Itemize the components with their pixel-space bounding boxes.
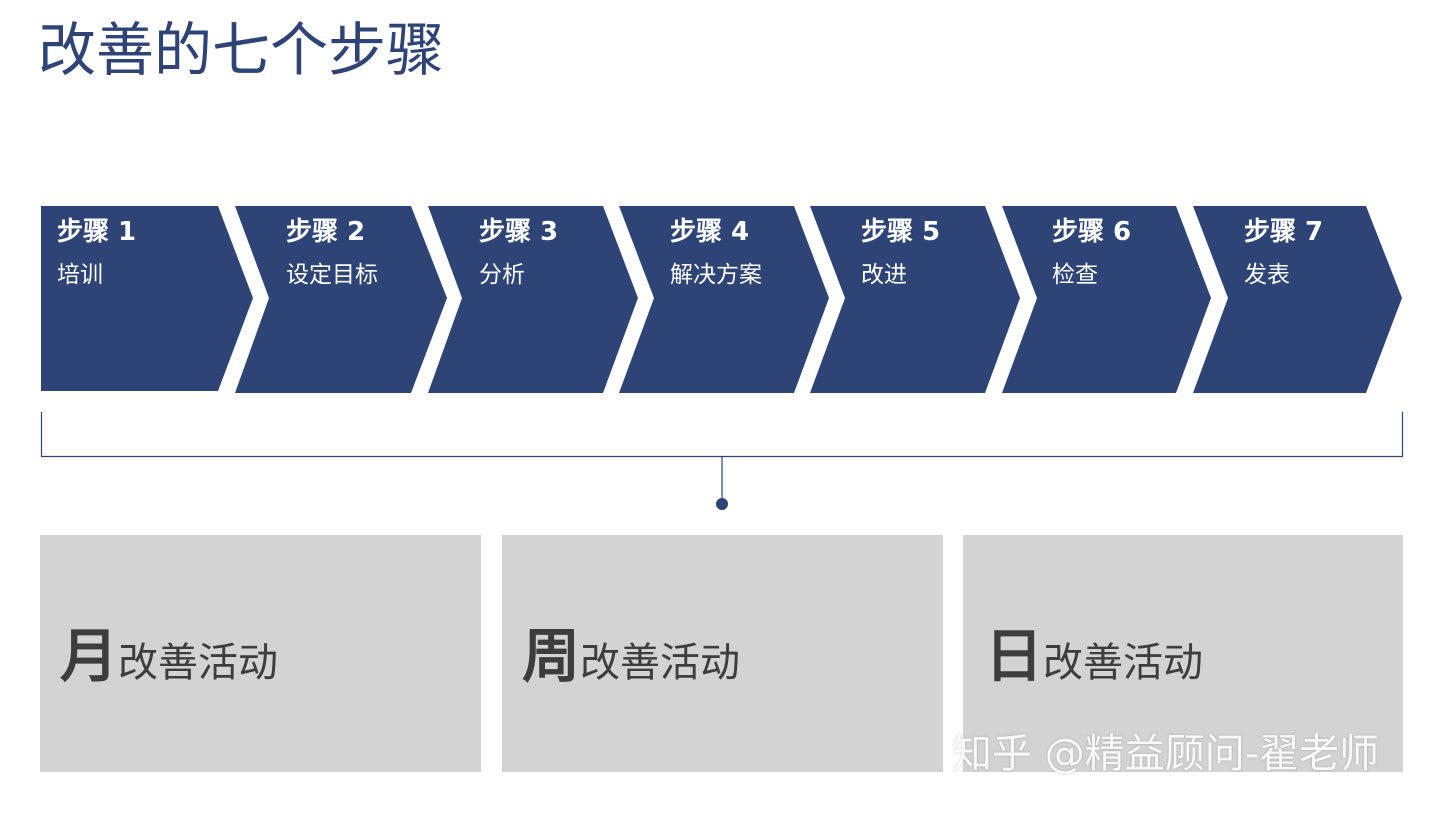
activity-period: 日 <box>985 622 1044 690</box>
activity-period: 周 <box>522 622 581 690</box>
step-5-label: 步骤 5 改进 <box>861 216 940 290</box>
step-5-chevron <box>810 206 1020 393</box>
step-4-chevron <box>619 206 829 393</box>
step-3-label: 步骤 3 分析 <box>479 216 558 290</box>
step-name: 解决方案 <box>670 262 762 288</box>
activity-title: 周改善活动 <box>522 621 740 698</box>
bracket-connector <box>40 412 1404 458</box>
activity-box-weekly: 周改善活动 <box>502 535 943 772</box>
step-number: 步骤 1 <box>57 217 137 247</box>
step-number: 步骤 2 <box>286 217 366 247</box>
activity-label: 改善活动 <box>1043 640 1204 686</box>
step-name: 发表 <box>1244 262 1290 288</box>
step-3-chevron <box>428 206 638 393</box>
step-1-chevron <box>41 206 253 391</box>
page-title: 改善的七个步骤 <box>38 16 445 84</box>
step-2-label: 步骤 2 设定目标 <box>286 216 378 290</box>
step-number: 步骤 4 <box>670 217 750 247</box>
step-4-label: 步骤 4 解决方案 <box>670 216 762 290</box>
activity-period: 月 <box>60 622 119 690</box>
step-1-label: 步骤 1 培训 <box>57 216 136 290</box>
step-7-label: 步骤 7 发表 <box>1244 216 1323 290</box>
activity-label: 改善活动 <box>118 640 279 686</box>
step-number: 步骤 6 <box>1052 217 1132 247</box>
step-name: 检查 <box>1052 262 1098 288</box>
activity-title: 月改善活动 <box>60 621 278 698</box>
step-name: 改进 <box>861 262 907 288</box>
step-number: 步骤 5 <box>861 217 941 247</box>
watermark: 知乎 @精益顾问-翟老师 <box>952 731 1380 777</box>
connector-dot <box>716 498 728 510</box>
step-6-chevron <box>1002 206 1211 393</box>
step-number: 步骤 7 <box>1244 217 1324 247</box>
step-number: 步骤 3 <box>479 217 559 247</box>
step-name: 培训 <box>57 262 103 288</box>
activity-title: 日改善活动 <box>985 621 1203 698</box>
step-name: 分析 <box>479 262 525 288</box>
step-2-chevron <box>235 206 447 393</box>
activity-box-daily: 日改善活动 <box>963 535 1403 772</box>
activity-box-monthly: 月改善活动 <box>40 535 481 772</box>
activity-label: 改善活动 <box>580 640 741 686</box>
step-7-chevron <box>1193 206 1402 393</box>
step-name: 设定目标 <box>286 262 378 288</box>
step-6-label: 步骤 6 检查 <box>1052 216 1131 290</box>
